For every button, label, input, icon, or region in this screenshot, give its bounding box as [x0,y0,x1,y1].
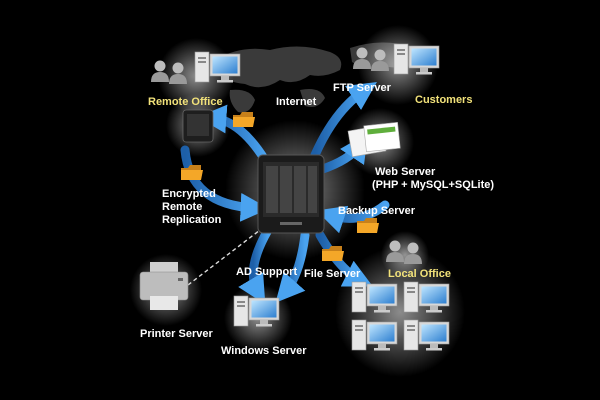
label-ftp-server: FTP Server [333,82,391,94]
label-file-server: File Server [304,268,361,280]
arrow-ad-support [275,230,310,303]
label-web-server-2: (PHP + MySQL+SQLite) [372,179,495,191]
arrow-to-remote-office [197,104,270,165]
label-web-server-1: Web Server [375,166,436,178]
label-remote-office: Remote Office [148,96,223,108]
arrow-to-ftp [310,82,377,160]
folder-icon [233,112,255,127]
nas-server-icon [257,154,325,234]
printer-link [187,229,261,286]
label-encrypted-3: Replication [162,214,222,226]
printer-icon [139,262,189,310]
connection-arrows [180,82,390,305]
label-local-office: Local Office [388,268,451,280]
label-encrypted-1: Encrypted [162,188,216,200]
remote-nas-icon [182,109,214,143]
arrow-replication [180,145,270,222]
label-backup-server: Backup Server [338,205,416,217]
arrow-to-windows [238,225,273,305]
arrow-from-backup [316,200,390,234]
label-encrypted-2: Remote [162,201,203,213]
arrow-to-file [315,230,373,287]
label-customers: Customers [415,94,473,106]
label-printer-server: Printer Server [140,328,213,340]
web-page-icon [347,121,401,158]
label-internet: Internet [276,96,317,108]
label-ad-support: AD Support [236,266,298,278]
label-windows-server: Windows Server [221,345,307,357]
